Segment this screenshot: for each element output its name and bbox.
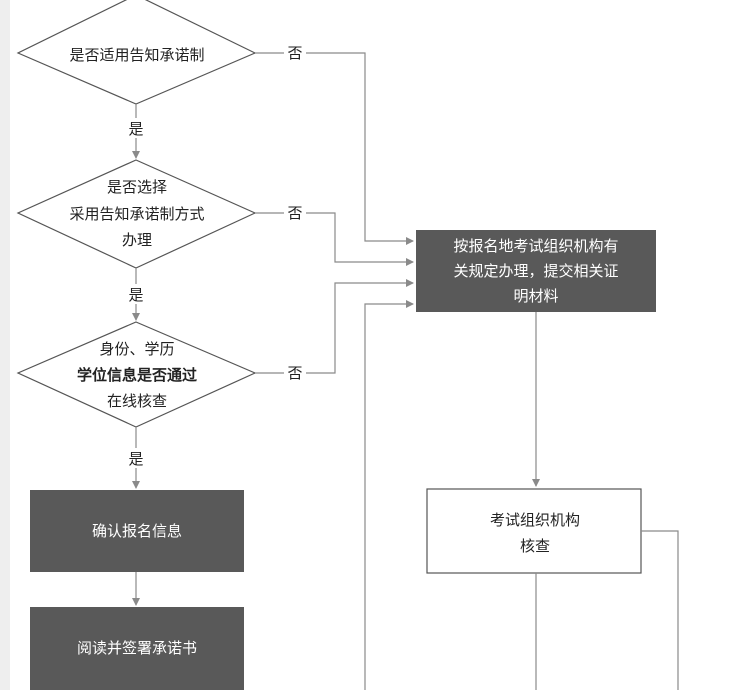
- no-arrow-1: [255, 52, 414, 245]
- no-label-2: 否: [287, 204, 302, 222]
- no-arrow-2: [255, 212, 414, 266]
- no-arrow-3: [255, 279, 414, 374]
- left-edge-strip: [0, 0, 10, 690]
- decision-2-text-line-2: 采用告知承诺制方式: [69, 205, 204, 223]
- review-box-text-line-1: 考试组织机构: [490, 511, 580, 529]
- review-box-rect: [426, 488, 642, 574]
- decision-1: 是否适用告知承诺制: [16, 0, 257, 105]
- no-label-1: 否: [287, 44, 302, 62]
- decision-3-text-line-3: 在线核查: [107, 392, 167, 410]
- confirm-box-rect: [30, 490, 244, 572]
- return-arrow: [364, 300, 414, 690]
- decision-1-text: 是否适用告知承诺制: [69, 46, 204, 64]
- yes-label-3-bg: [125, 448, 147, 468]
- yes-label-3: 是: [128, 450, 143, 468]
- no-label-3-bg: [284, 362, 306, 382]
- sign-box-text: 阅读并签署承诺书: [77, 639, 197, 657]
- submit-materials-text-line-2: 关规定办理，提交相关证: [453, 262, 618, 280]
- submit-materials-box: 按报名地考试组织机构有 关规定办理，提交相关证 明材料: [416, 230, 656, 312]
- submit-materials-text-line-3: 明材料: [513, 287, 558, 305]
- decision-3: 身份、学历 学位信息是否通过 在线核查: [16, 321, 257, 428]
- review-box-text-line-2: 核查: [520, 537, 550, 555]
- yes-label-2: 是: [128, 286, 143, 304]
- submit-materials-text-line-1: 按报名地考试组织机构有: [453, 237, 618, 255]
- submit-materials-box-rect: [416, 230, 656, 312]
- review-right-line: [641, 530, 679, 690]
- sign-box: 阅读并签署承诺书: [30, 607, 244, 690]
- yes-label-2-bg: [125, 284, 147, 304]
- no-label-1-bg: [284, 42, 306, 62]
- no-label-3: 否: [287, 364, 302, 382]
- yes-label-1: 是: [128, 120, 143, 138]
- decision-2: 是否选择 采用告知承诺制方式 办理: [16, 159, 257, 269]
- decision-3-text-line-1: 身份、学历: [99, 340, 174, 358]
- yes-label-1-bg: [125, 118, 147, 138]
- no-label-2-bg: [284, 202, 306, 222]
- sign-box-rect: [30, 607, 244, 690]
- decision-2-text-line-3: 办理: [122, 231, 152, 249]
- confirm-box: 确认报名信息: [30, 490, 244, 572]
- decision-2-text-line-1: 是否选择: [107, 178, 167, 196]
- decision-3-text-line-2: 学位信息是否通过: [77, 366, 197, 384]
- review-box: 考试组织机构 核查: [426, 488, 642, 574]
- confirm-box-text: 确认报名信息: [92, 522, 182, 540]
